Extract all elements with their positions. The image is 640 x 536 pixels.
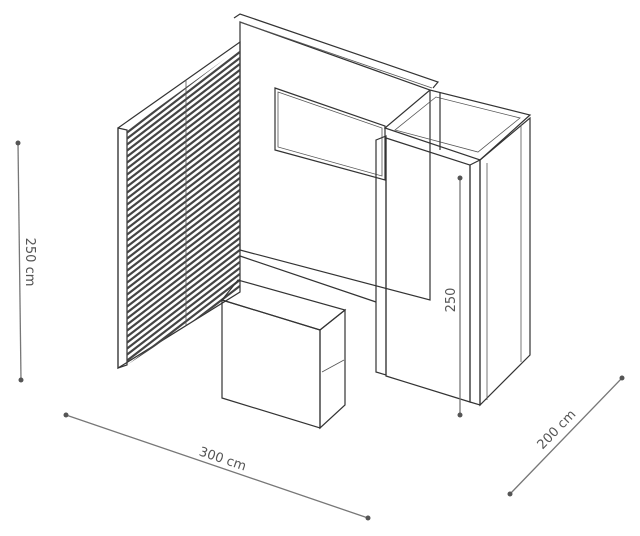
wall-slat bbox=[127, 89, 240, 187]
inner-height-dimension: 250 bbox=[438, 175, 463, 418]
wall-slat bbox=[127, 209, 240, 307]
wall-slat bbox=[127, 251, 240, 349]
wall-slat bbox=[127, 179, 240, 277]
wall-slat bbox=[127, 149, 240, 247]
wall-slat bbox=[127, 245, 240, 343]
wall-slat bbox=[127, 167, 240, 265]
wall-slat bbox=[127, 233, 240, 331]
counter bbox=[220, 279, 347, 430]
wall-slat bbox=[127, 113, 240, 211]
storage-room bbox=[375, 89, 532, 407]
wall-slat bbox=[127, 215, 240, 313]
wall-slat bbox=[127, 125, 240, 223]
wall-slat bbox=[127, 239, 240, 337]
wall-slat bbox=[127, 143, 240, 241]
wall-slat bbox=[127, 185, 240, 283]
wall-slat bbox=[127, 59, 240, 157]
wall-slat bbox=[127, 221, 240, 319]
height-label: 250 cm bbox=[22, 238, 37, 287]
floor-lines bbox=[239, 255, 377, 303]
wall-slat bbox=[127, 137, 240, 235]
height-dimension: 250 cm bbox=[15, 140, 40, 383]
wall-slat bbox=[127, 155, 240, 253]
wall-slat bbox=[127, 119, 240, 217]
wall-slat bbox=[127, 173, 240, 271]
width-label: 300 cm bbox=[197, 445, 248, 475]
wall-slat bbox=[127, 203, 240, 301]
wall-slat bbox=[127, 83, 240, 181]
wall-slat bbox=[127, 65, 240, 163]
wall-slat bbox=[127, 263, 240, 361]
wall-slat bbox=[127, 269, 240, 365]
wall-slats bbox=[127, 48, 240, 365]
wall-slat bbox=[127, 53, 240, 151]
wall-slat bbox=[127, 77, 240, 175]
wall-slat bbox=[127, 48, 240, 145]
wall-slat bbox=[127, 101, 240, 199]
inner-height-label: 250 bbox=[444, 288, 459, 313]
wall-slat bbox=[127, 197, 240, 295]
left-slat-wall bbox=[117, 40, 241, 370]
wall-slat bbox=[127, 191, 240, 289]
wall-slat bbox=[127, 71, 240, 169]
wall-slat bbox=[127, 95, 240, 193]
wall-slat bbox=[127, 227, 240, 325]
wall-slat bbox=[127, 107, 240, 205]
wall-slat bbox=[127, 131, 240, 229]
depth-dimension: 200 cm bbox=[507, 375, 625, 497]
back-wall bbox=[233, 13, 440, 301]
width-dimension: 300 cm bbox=[63, 412, 371, 521]
wall-slat bbox=[127, 161, 240, 259]
wall-slat bbox=[127, 257, 240, 355]
wall-panel bbox=[274, 87, 386, 181]
